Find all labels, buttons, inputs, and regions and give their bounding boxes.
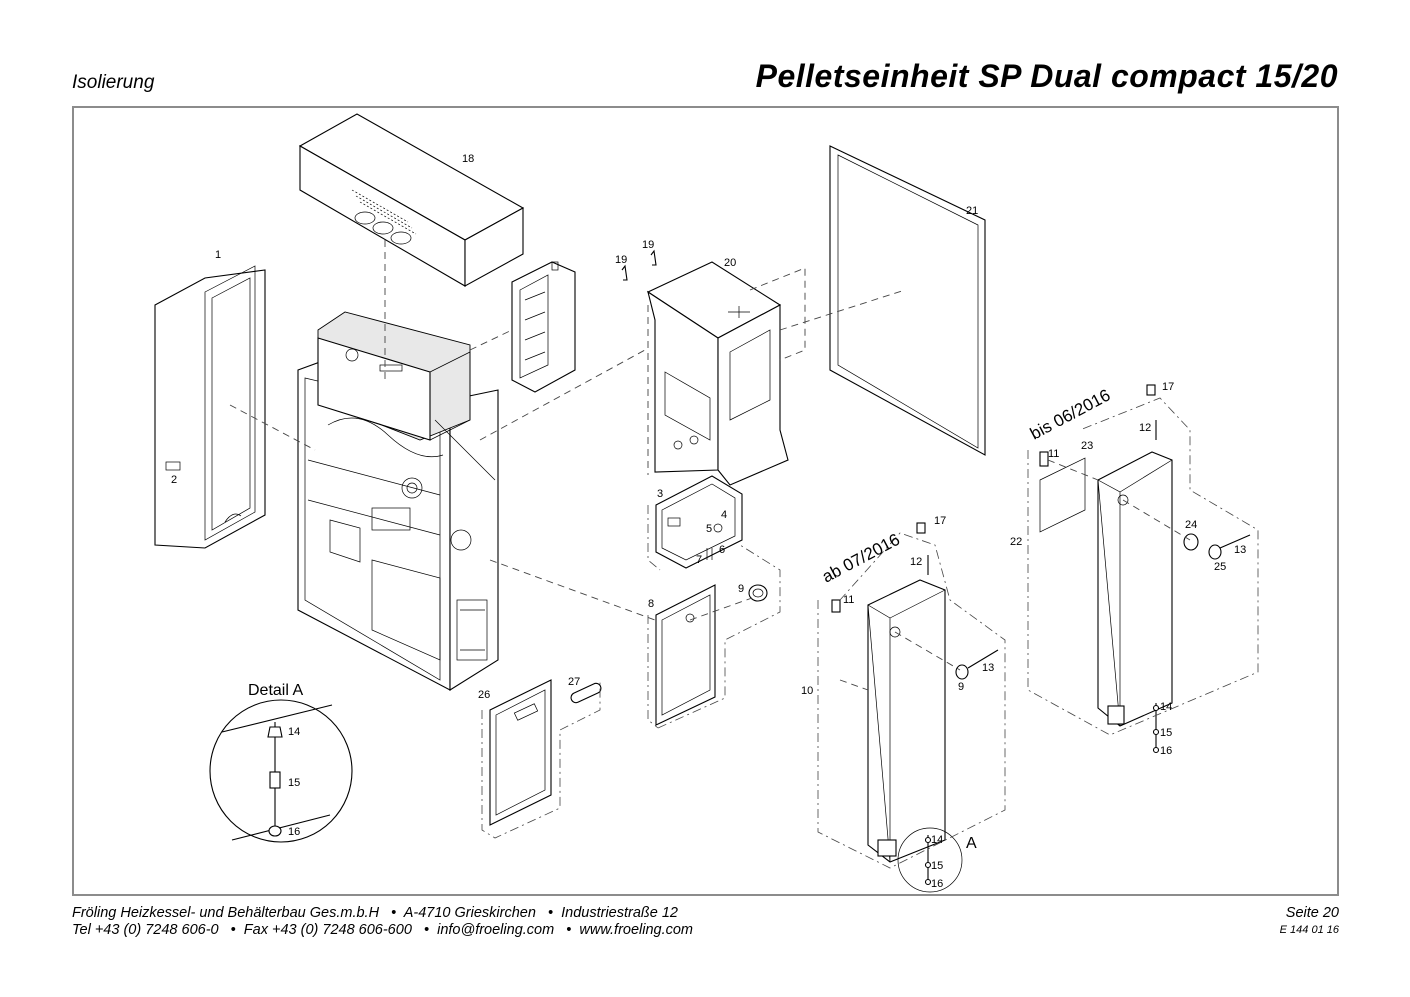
callout-23: 23 bbox=[1081, 440, 1093, 452]
callout-25: 25 bbox=[1214, 561, 1226, 573]
callout-16-a: 16 bbox=[288, 826, 300, 838]
part-20-insulation-block bbox=[646, 261, 789, 486]
callout-9-a: 9 bbox=[738, 583, 744, 595]
callout-18: 18 bbox=[462, 153, 474, 165]
callout-26: 26 bbox=[478, 689, 490, 701]
callout-15-c: 15 bbox=[1160, 727, 1172, 739]
callout-14-b: 14 bbox=[931, 834, 943, 846]
part-26-door bbox=[489, 679, 552, 826]
callout-10: 10 bbox=[801, 685, 813, 697]
callout-21: 21 bbox=[966, 205, 978, 217]
footer-company-address: Fröling Heizkessel- und Behälterbau Ges.… bbox=[72, 905, 678, 921]
page-title: Pelletseinheit SP Dual compact 15/20 bbox=[755, 58, 1338, 94]
callout-1: 1 bbox=[215, 249, 221, 261]
callout-4: 4 bbox=[721, 509, 727, 521]
part-8-panel bbox=[655, 584, 716, 726]
part-18-top-cover bbox=[298, 113, 525, 287]
callout-24: 24 bbox=[1185, 519, 1197, 531]
callout-17-b: 17 bbox=[1162, 381, 1174, 393]
footer-contact: Tel +43 (0) 7248 606-0 • Fax +43 (0) 724… bbox=[72, 922, 694, 938]
part-3-cover-plate bbox=[655, 475, 743, 569]
callout-12-a: 12 bbox=[910, 556, 922, 568]
vent-grille bbox=[351, 189, 417, 235]
callout-3: 3 bbox=[657, 488, 663, 500]
callout-22: 22 bbox=[1010, 536, 1022, 548]
callout-19-a: 19 bbox=[615, 254, 627, 266]
detail-a-title: Detail A bbox=[248, 682, 303, 699]
drawing-frame bbox=[72, 106, 1339, 896]
callout-27: 27 bbox=[568, 676, 580, 688]
callout-7: 7 bbox=[696, 554, 702, 566]
part-22-front-panel-old bbox=[1039, 384, 1251, 727]
detail-a-ref-circle bbox=[897, 827, 963, 893]
callout-19-b: 19 bbox=[642, 239, 654, 251]
callout-15-b: 15 bbox=[931, 860, 943, 872]
electronics-bracket bbox=[511, 261, 576, 393]
callout-6: 6 bbox=[719, 544, 725, 556]
detail-a-circle bbox=[209, 699, 353, 843]
callout-9-b: 9 bbox=[958, 681, 964, 693]
callout-5: 5 bbox=[706, 523, 712, 535]
callout-13-a: 13 bbox=[982, 662, 994, 674]
callouts: 1 2 3 4 5 6 7 8 9 9 10 11 11 12 12 13 13… bbox=[171, 153, 1246, 890]
boiler-frame bbox=[297, 311, 499, 691]
callout-16-c: 16 bbox=[1160, 745, 1172, 757]
part-9-knob bbox=[748, 584, 768, 602]
variant-label-ab-07-2016: ab 07/2016 bbox=[819, 530, 903, 587]
callout-11-b: 11 bbox=[1048, 448, 1059, 460]
callout-13-b: 13 bbox=[1234, 544, 1246, 556]
part-27-handle bbox=[570, 682, 602, 704]
part-10-front-panel-new bbox=[831, 522, 999, 863]
callout-17-a: 17 bbox=[934, 515, 946, 527]
assembly-lines bbox=[229, 240, 1259, 869]
detail-a-reference: A bbox=[966, 835, 977, 852]
section-label: Isolierung bbox=[72, 72, 155, 93]
variant-label-bis-06-2016: bis 06/2016 bbox=[1027, 385, 1114, 443]
callout-15-a: 15 bbox=[288, 777, 300, 789]
callout-2: 2 bbox=[171, 474, 177, 486]
callout-12-b: 12 bbox=[1139, 422, 1151, 434]
page-number: Seite 20 bbox=[1285, 905, 1339, 921]
callout-11-a: 11 bbox=[843, 594, 854, 606]
callout-14-c: 14 bbox=[1160, 701, 1172, 713]
part-19-clips bbox=[621, 249, 657, 281]
callout-20: 20 bbox=[724, 257, 736, 269]
callout-8: 8 bbox=[648, 598, 654, 610]
part-21-large-panel bbox=[829, 145, 986, 456]
fastener-stack-upper bbox=[927, 420, 1160, 754]
callout-14-a: 14 bbox=[288, 726, 300, 738]
callout-16-b: 16 bbox=[931, 878, 943, 890]
document-number: E 144 01 16 bbox=[1279, 924, 1339, 936]
part-1-side-panel bbox=[154, 265, 266, 549]
